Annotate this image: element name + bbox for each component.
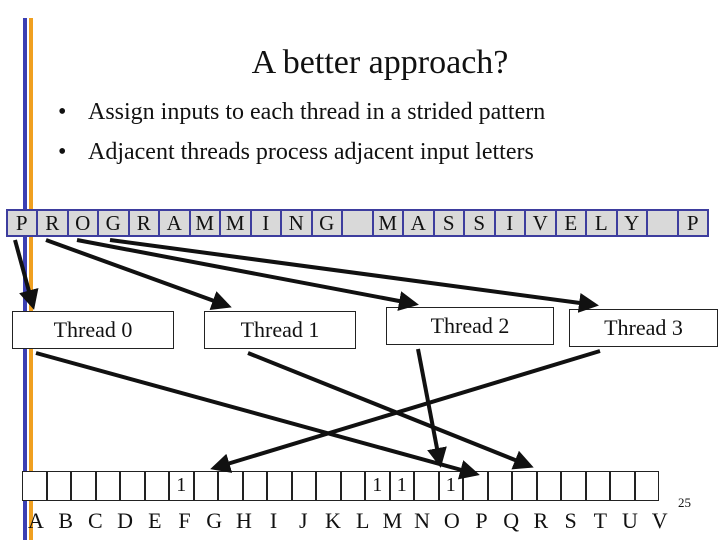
alphabet-letter: M	[382, 508, 403, 533]
input-letter-cell: A	[160, 211, 189, 235]
slide-title: A better approach?	[251, 44, 509, 81]
histogram-bin	[512, 471, 537, 501]
histogram-bin	[242, 471, 267, 501]
input-letter-cell	[343, 211, 372, 235]
input-letter-cell: S	[434, 211, 463, 235]
alphabet-letter: R	[533, 508, 549, 533]
bullet-dot: •	[58, 99, 67, 125]
input-letter-cell: R	[129, 211, 158, 235]
bullet-list: •Assign inputs to each thread in a strid…	[58, 96, 545, 176]
histogram-bin: 1	[365, 471, 390, 501]
histogram-bin	[144, 471, 169, 501]
alphabet-letter: S	[564, 508, 577, 533]
alphabet-letter: L	[355, 508, 370, 533]
input-letter-cell: M	[190, 211, 219, 235]
input-letter-cell: P	[678, 211, 707, 235]
histogram-bin	[22, 471, 47, 501]
input-letter-cell: G	[99, 211, 128, 235]
input-letter-cell: S	[465, 211, 494, 235]
input-letter-cell: P	[7, 211, 36, 235]
input-letter-cell: G	[312, 211, 341, 235]
page-number: 25	[678, 495, 691, 510]
histogram-bin	[218, 471, 243, 501]
thread-1-box: Thread 1	[204, 311, 356, 349]
histogram-bin	[340, 471, 365, 501]
histogram-bin	[414, 471, 439, 501]
thread-0-box: Thread 0	[12, 311, 174, 349]
histogram-bin	[585, 471, 610, 501]
histogram-bin	[316, 471, 341, 501]
alphabet-letter: Q	[503, 508, 520, 533]
alphabet-letter: O	[443, 508, 460, 533]
arrow-o-to-thread-2	[76, 238, 419, 311]
input-letter-cell: A	[404, 211, 433, 235]
alphabet-letter: U	[622, 508, 638, 533]
input-letter-cell: V	[526, 211, 555, 235]
thread-2-box: Thread 2	[386, 307, 554, 345]
alphabet-letter: E	[148, 508, 162, 533]
input-letter-cell: N	[282, 211, 311, 235]
histogram-bin	[536, 471, 561, 501]
input-letter-cell: M	[221, 211, 250, 235]
histogram-bin	[610, 471, 635, 501]
arrow-thread-1-to-r	[247, 351, 534, 470]
slide-accent-bar-orange	[29, 18, 33, 540]
alphabet-letter: V	[651, 508, 668, 533]
input-letter-cell: I	[251, 211, 280, 235]
alphabet-letter: C	[88, 508, 103, 533]
alphabet-letter: K	[325, 508, 341, 533]
alphabet-letter: P	[475, 508, 488, 533]
alphabet-letter: A	[28, 508, 44, 533]
histogram-bin	[634, 471, 659, 501]
bullet-item: •Assign inputs to each thread in a strid…	[58, 96, 545, 136]
input-letter-cell: E	[556, 211, 585, 235]
alphabet-letter: G	[206, 508, 223, 533]
histogram-bin	[267, 471, 292, 501]
arrow-r-to-thread-1	[45, 238, 232, 310]
alphabet-letter: I	[269, 508, 278, 533]
histogram-bin	[193, 471, 218, 501]
input-letter-cell: O	[68, 211, 97, 235]
histogram-bin: 1	[389, 471, 414, 501]
bullet-item: •Adjacent threads process adjacent input…	[58, 136, 545, 176]
alphabet-letter: F	[178, 508, 191, 533]
alphabet-letter: T	[593, 508, 608, 533]
arrow-thread-2-to-o	[416, 348, 447, 468]
arrow-thread-3-to-g	[210, 349, 601, 473]
histogram-bin: 1	[169, 471, 194, 501]
bullet-dot: •	[58, 139, 67, 165]
alphabet-letter: D	[117, 508, 134, 533]
input-letter-cell: Y	[617, 211, 646, 235]
alphabet-letter: N	[414, 508, 431, 533]
histogram-bin	[487, 471, 512, 501]
histogram-bin	[120, 471, 145, 501]
arrow-p-to-thread-0	[13, 239, 39, 310]
histogram-bin	[71, 471, 96, 501]
alphabet-letter: B	[58, 508, 74, 533]
input-letter-cell: L	[587, 211, 616, 235]
histogram-bin	[46, 471, 71, 501]
arrow-thread-0-to-p	[35, 351, 480, 480]
thread-3-box: Thread 3	[569, 309, 718, 347]
input-letter-cell: R	[38, 211, 67, 235]
arrow-g-to-thread-3	[109, 238, 599, 313]
input-letter-cell: M	[373, 211, 402, 235]
input-letter-cell: I	[495, 211, 524, 235]
alphabet-letter: H	[235, 508, 252, 533]
input-letter-cell	[648, 211, 677, 235]
histogram-bin	[95, 471, 120, 501]
histogram-bin	[561, 471, 586, 501]
histogram-bin	[291, 471, 316, 501]
alphabet-letter: J	[299, 508, 308, 533]
